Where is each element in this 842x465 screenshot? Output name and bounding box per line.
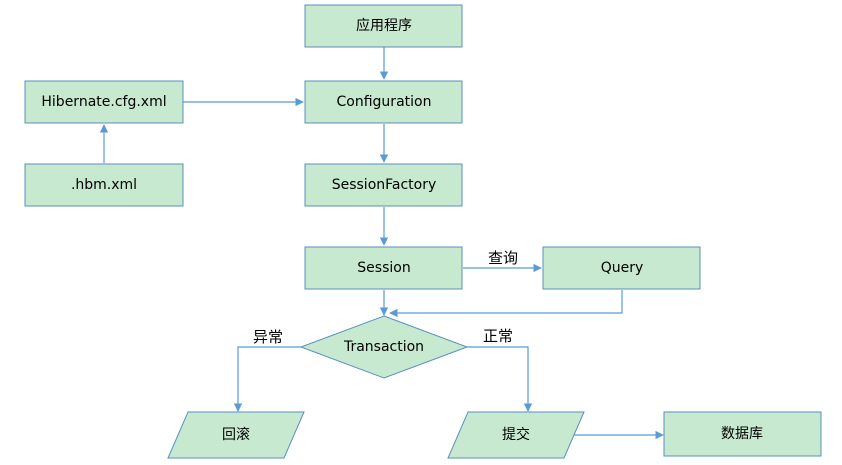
- edge-label-exception: 异常: [253, 328, 283, 346]
- label-app: 应用程序: [356, 17, 412, 34]
- edge-query-to-transaction: [389, 290, 623, 318]
- label-hbm: .hbm.xml: [71, 177, 137, 193]
- edges: [99, 47, 664, 440]
- node-configuration: [304, 80, 463, 124]
- node-rollback: [167, 411, 305, 459]
- node-commit: [447, 411, 585, 459]
- label-sessionfactory: SessionFactory: [332, 177, 437, 193]
- nodes: [24, 4, 822, 459]
- node-query: [542, 246, 701, 290]
- label-commit: 提交: [502, 426, 530, 443]
- edge-transaction-to-rollback: [233, 346, 301, 412]
- node-sessionfactory: [304, 163, 463, 207]
- label-session: Session: [357, 260, 410, 276]
- node-hbm: [24, 163, 184, 207]
- edge-transaction-to-commit: [467, 346, 533, 412]
- label-query: Query: [601, 260, 644, 276]
- node-app: [304, 4, 463, 48]
- edge-labels: 查询 异常 正常: [253, 249, 518, 346]
- edge-label-query: 查询: [488, 249, 518, 267]
- node-hibernate-cfg: [24, 80, 184, 124]
- node-labels: 应用程序 Hibernate.cfg.xml Configuration .hb…: [41, 17, 763, 443]
- node-database: [663, 411, 822, 457]
- edge-label-normal: 正常: [483, 327, 513, 345]
- label-hibernate-cfg: Hibernate.cfg.xml: [41, 94, 166, 110]
- label-database: 数据库: [721, 426, 763, 442]
- node-transaction: [299, 315, 469, 379]
- label-configuration: Configuration: [337, 94, 432, 110]
- node-session: [304, 246, 463, 290]
- label-transaction: Transaction: [343, 339, 424, 355]
- label-rollback: 回滚: [222, 426, 250, 443]
